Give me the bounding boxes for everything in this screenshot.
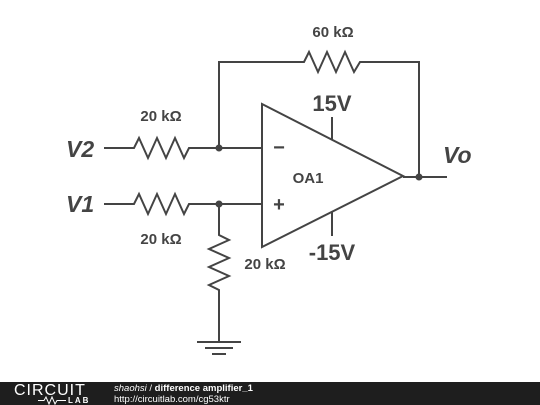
logo-text-circuit: CIRCUIT xyxy=(14,382,86,399)
feedback-wire xyxy=(218,61,420,177)
v1-node-label: V1 xyxy=(66,191,94,217)
noninverting-input-sign: + xyxy=(273,194,285,216)
v1-input-resistor xyxy=(128,191,194,217)
junction-dot xyxy=(215,144,223,152)
junction-dot xyxy=(415,173,423,181)
schematic-credit: shaohsi / difference amplifier_1 xyxy=(114,383,253,394)
author-link[interactable]: shaohsi xyxy=(114,383,147,394)
resistor-icon xyxy=(38,396,66,405)
output-node-label: Vo xyxy=(443,142,472,168)
ground-resistor-label: 20 kΩ xyxy=(244,256,285,273)
schematic-title[interactable]: difference amplifier_1 xyxy=(154,383,253,394)
ground-icon xyxy=(197,341,241,355)
circuitlab-logo[interactable]: CIRCUIT LAB xyxy=(14,382,94,405)
v2-node-label: V2 xyxy=(66,136,94,162)
ground-resistor xyxy=(206,229,232,295)
negative-supply-label: -15V xyxy=(309,240,356,265)
opamp-name: OA1 xyxy=(293,170,324,187)
feedback-resistor xyxy=(298,49,366,75)
v2-resistor-label: 20 kΩ xyxy=(140,108,181,125)
schematic-url[interactable]: http://circuitlab.com/cg53ktr xyxy=(114,394,230,405)
footer-bar: CIRCUIT LAB shaohsi / difference amplifi… xyxy=(0,382,540,405)
circuit-schematic: 60 kΩ 20 kΩ 20 kΩ 20 kΩ OA1 − + 15V -15V… xyxy=(66,24,472,355)
feedback-resistor-label: 60 kΩ xyxy=(312,24,353,41)
positive-supply-label: 15V xyxy=(312,91,351,116)
v1-resistor-label: 20 kΩ xyxy=(140,231,181,248)
credit-separator: / xyxy=(146,383,155,394)
v2-input-resistor xyxy=(128,135,194,161)
inverting-input-sign: − xyxy=(273,137,285,159)
logo-text-lab: LAB xyxy=(68,396,91,405)
junction-dot xyxy=(215,200,223,208)
